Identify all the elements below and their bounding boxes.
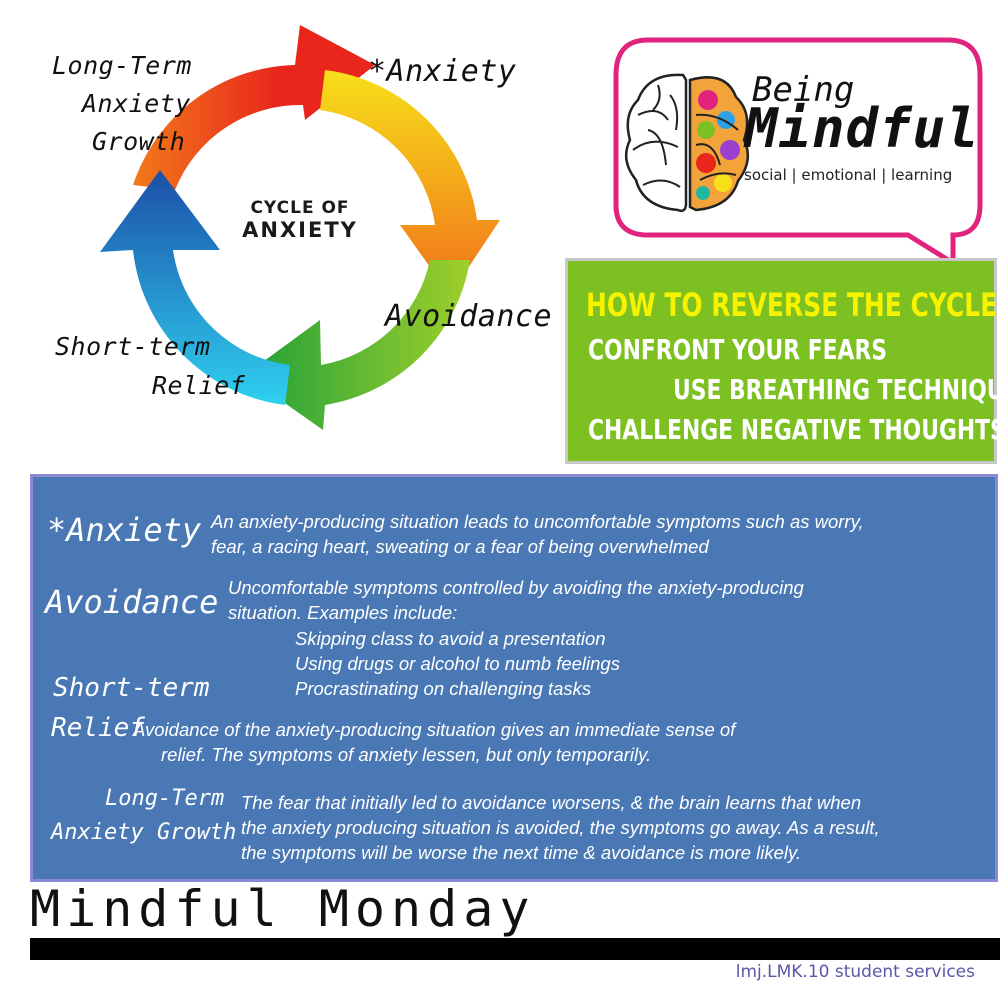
footer-credit: lmj.LMK.10 student services — [735, 962, 975, 982]
def-term-anxiety: *Anxiety — [47, 511, 202, 549]
cycle-label-long-term-2: Anxiety — [82, 89, 191, 118]
definitions-panel: *Anxiety An anxiety-producing situation … — [30, 474, 998, 882]
def-relief-line2: relief. The symptoms of anxiety lessen, … — [161, 744, 652, 765]
cycle-of-anxiety-diagram — [100, 25, 500, 430]
def-term-growth-1: Long-Term — [105, 786, 225, 811]
cycle-label-long-term-1: Long-Term — [52, 51, 192, 80]
def-example-3: Procrastinating on challenging tasks — [295, 678, 592, 699]
def-growth-line3: the symptoms will be worse the next time… — [241, 842, 802, 863]
arrow-segment-blue — [100, 170, 290, 405]
reverse-item-2: USE BREATHING TECHNIQUES — [673, 373, 1000, 406]
being-mindful-logo — [613, 37, 983, 265]
cycle-center-line2: ANXIETY — [242, 218, 358, 242]
cycle-label-long-term-3: Growth — [92, 127, 186, 156]
footer-bar — [30, 938, 1000, 960]
arrow-segment-red — [133, 25, 375, 190]
def-relief-line1: Avoidance of the anxiety-producing situa… — [133, 719, 736, 740]
cycle-center-line1: CYCLE OF — [250, 198, 350, 218]
logo-subtitle: social | emotional | learning — [744, 166, 953, 184]
def-growth-line2: the anxiety producing situation is avoid… — [241, 817, 880, 838]
def-example-1: Skipping class to avoid a presentation — [295, 628, 606, 649]
def-avoidance-line1: Uncomfortable symptoms controlled by avo… — [228, 577, 804, 598]
brain-icon — [624, 73, 750, 213]
cycle-center-title: CYCLE OF ANXIETY — [215, 198, 385, 242]
def-avoidance-line2: situation. Examples include: — [228, 602, 458, 623]
footer-title: Mindful Monday — [30, 880, 536, 938]
logo-mindful: Mindful — [745, 97, 980, 160]
def-growth-line1: The fear that initially led to avoidance… — [241, 792, 862, 813]
arrow-segment-green — [245, 260, 470, 430]
cycle-label-short-term-1: Short-term — [55, 332, 211, 361]
cycle-label-short-term-2: Relief — [152, 371, 246, 400]
def-term-relief-2: Relief — [51, 713, 145, 743]
reverse-heading: HOW TO REVERSE THE CYCLE — [586, 286, 998, 324]
def-example-2: Using drugs or alcohol to numb feelings — [295, 653, 620, 674]
def-anxiety-line2: fear, a racing heart, sweating or a fear… — [211, 536, 709, 557]
def-term-avoidance: Avoidance — [45, 583, 219, 621]
def-term-relief-1: Short-term — [53, 673, 210, 703]
reverse-item-3: CHALLENGE NEGATIVE THOUGHTS — [588, 413, 1000, 446]
reverse-cycle-box: HOW TO REVERSE THE CYCLE CONFRONT YOUR F… — [565, 258, 1000, 464]
cycle-label-avoidance: Avoidance — [385, 299, 553, 334]
def-term-growth-2: Anxiety Growth — [51, 820, 237, 845]
logo-being: Being — [752, 70, 855, 110]
cycle-label-anxiety: *Anxiety — [368, 54, 517, 89]
reverse-item-1: CONFRONT YOUR FEARS — [588, 333, 888, 366]
def-anxiety-line1: An anxiety-producing situation leads to … — [211, 511, 864, 532]
arrow-segment-orange — [320, 70, 500, 295]
